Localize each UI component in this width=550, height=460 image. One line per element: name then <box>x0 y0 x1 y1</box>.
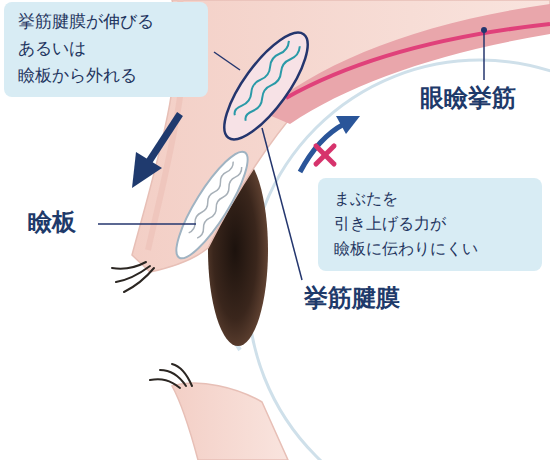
part-label: 瞼板 <box>28 208 76 237</box>
callout-text: 挙筋腱膜が伸びる あるいは 瞼板から外れる <box>18 8 154 89</box>
tarsus <box>166 144 259 266</box>
lift-arrow <box>300 116 360 172</box>
lower-lashes <box>150 364 192 388</box>
lower-eyelid <box>172 383 288 460</box>
aponeurosis <box>211 21 322 150</box>
callout-text: まぶたを 引き上げる力が 瞼板に伝わりにくい <box>334 186 478 261</box>
levator-muscle <box>262 4 550 124</box>
upper-lashes <box>112 262 154 292</box>
part-label: 挙筋腱膜 <box>304 284 400 313</box>
callout-box: まぶたを 引き上げる力が 瞼板に伝わりにくい <box>318 178 542 271</box>
part-label: 眼瞼挙筋 <box>420 84 516 113</box>
cross-mark <box>316 146 334 164</box>
down-arrow <box>132 114 180 188</box>
leader-dot <box>481 27 487 33</box>
callout-box: 挙筋腱膜が伸びる あるいは 瞼板から外れる <box>4 2 208 97</box>
